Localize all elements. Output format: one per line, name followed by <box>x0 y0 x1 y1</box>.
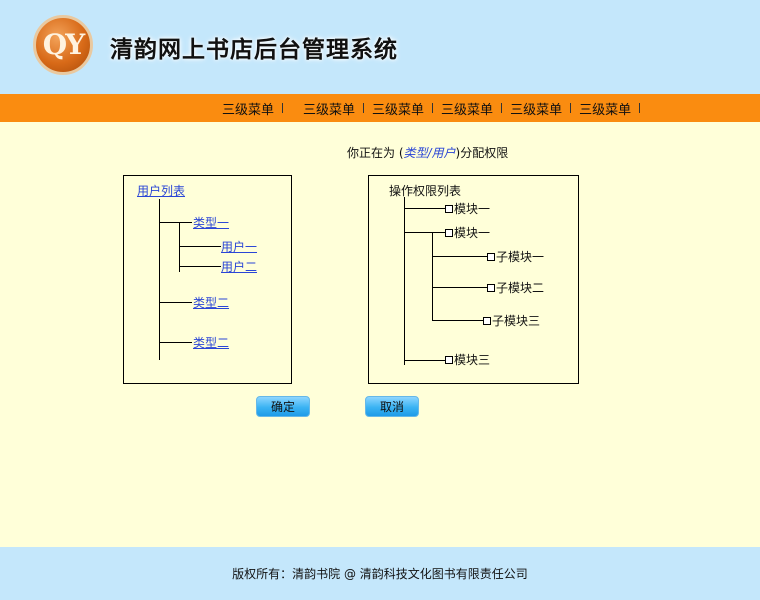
site-title: 清韵网上书店后台管理系统 <box>110 37 398 63</box>
notice-suffix: )分配权限 <box>455 146 509 160</box>
tree-line <box>404 360 446 361</box>
cancel-button[interactable]: 取消 <box>365 396 419 417</box>
notice-prefix: 你正在为 ( <box>347 146 404 160</box>
footer: 版权所有：清韵书院 @ 清韵科技文化图书有限责任公司 <box>0 547 760 600</box>
nav-item-1[interactable]: 三级菜单 <box>222 102 275 118</box>
tree-line <box>159 342 192 343</box>
tree-line <box>404 208 446 209</box>
module-three-label: 模块三 <box>454 353 491 367</box>
tree-line <box>159 302 192 303</box>
module-one-label: 模块一 <box>454 202 491 216</box>
nav-separator <box>501 103 503 113</box>
logo-text: QY <box>42 28 85 61</box>
nav-separator <box>570 103 572 113</box>
submodule-one-checkbox[interactable] <box>487 252 495 261</box>
logo: QY <box>33 15 93 75</box>
submodule-two-label: 子模块二 <box>496 281 545 295</box>
nav-separator <box>282 103 284 113</box>
nav-bar: 三级菜单 三级菜单 三级菜单 三级菜单 三级菜单 三级菜单 <box>0 94 760 122</box>
submodule-three-label: 子模块三 <box>492 314 541 328</box>
submodule-three-item: 子模块三 <box>483 312 540 329</box>
user-list-panel: 用户列表 类型一 用户一 用户二 类型二 类型二 <box>123 175 292 384</box>
header: QY 清韵网上书店后台管理系统 <box>0 0 760 94</box>
tree-line <box>404 197 405 365</box>
module-two-item: 模块一 <box>445 224 490 241</box>
module-three-checkbox[interactable] <box>445 355 453 364</box>
type-three-link[interactable]: 类型二 <box>193 336 230 350</box>
nav-item-2[interactable]: 三级菜单 <box>303 102 356 118</box>
submodule-two-item: 子模块二 <box>487 279 544 296</box>
copyright-text: 版权所有：清韵书院 @ 清韵科技文化图书有限责任公司 <box>232 567 528 581</box>
assign-permission-notice: 你正在为 (类型/用户)分配权限 <box>347 144 508 161</box>
nav-item-5[interactable]: 三级菜单 <box>510 102 563 118</box>
tree-line <box>432 256 489 257</box>
tree-line <box>432 320 484 321</box>
module-three-item: 模块三 <box>445 351 490 368</box>
permission-list-panel: 操作权限列表 模块一 模块一 子模块一 子模块二 子模块三 模块三 <box>368 175 579 384</box>
submodule-two-checkbox[interactable] <box>487 283 495 292</box>
nav-separator <box>432 103 434 113</box>
nav-separator <box>363 103 365 113</box>
tree-line <box>179 246 221 247</box>
type-one-link[interactable]: 类型一 <box>193 216 230 230</box>
nav-menu: 三级菜单 三级菜单 三级菜单 三级菜单 三级菜单 三级菜单 <box>222 94 648 122</box>
nav-separator <box>639 103 641 113</box>
module-one-checkbox[interactable] <box>445 204 453 213</box>
submodule-three-checkbox[interactable] <box>483 316 491 325</box>
submodule-one-item: 子模块一 <box>487 248 544 265</box>
submodule-one-label: 子模块一 <box>496 250 545 264</box>
module-two-label: 模块一 <box>454 226 491 240</box>
user-two-link[interactable]: 用户二 <box>221 260 258 274</box>
nav-item-3[interactable]: 三级菜单 <box>372 102 425 118</box>
tree-line <box>179 222 180 272</box>
nav-item-4[interactable]: 三级菜单 <box>441 102 494 118</box>
user-one-link[interactable]: 用户一 <box>221 240 258 254</box>
notice-target: 类型/用户 <box>403 146 456 160</box>
permission-list-title: 操作权限列表 <box>389 184 462 198</box>
module-one-item: 模块一 <box>445 200 490 217</box>
confirm-button[interactable]: 确定 <box>256 396 310 417</box>
tree-line <box>432 287 489 288</box>
tree-line <box>432 232 433 321</box>
tree-line <box>159 199 160 360</box>
type-two-link[interactable]: 类型二 <box>193 296 230 310</box>
tree-line <box>159 222 192 223</box>
tree-line <box>179 266 221 267</box>
nav-item-6[interactable]: 三级菜单 <box>579 102 632 118</box>
tree-line <box>404 232 446 233</box>
user-list-root-link[interactable]: 用户列表 <box>137 184 186 198</box>
module-two-checkbox[interactable] <box>445 228 453 237</box>
